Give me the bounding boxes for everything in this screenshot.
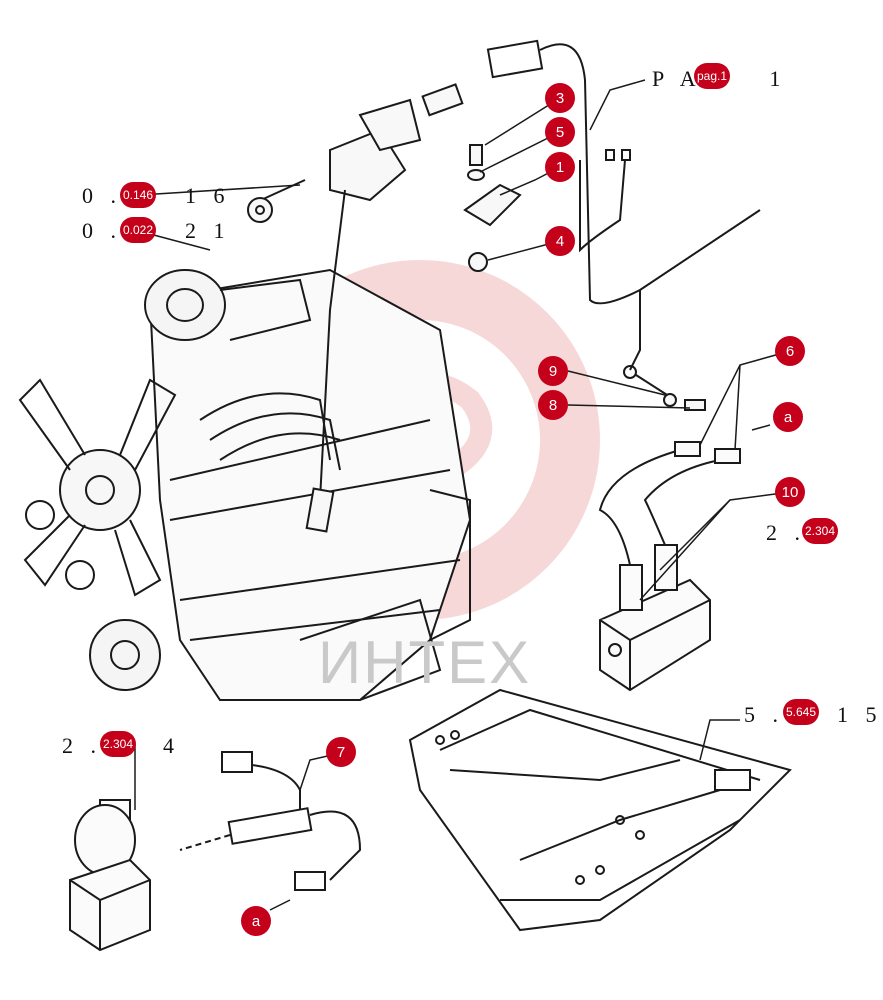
parts-diagram	[18, 39, 792, 952]
callout-7[interactable]: 7	[326, 737, 356, 767]
ref-5645-label: 5 .	[744, 702, 784, 727]
ref-00221-label: 0 .	[82, 218, 122, 243]
ref-2304-left-tail: 4	[163, 733, 180, 758]
ref-01461-label: 0 .	[82, 183, 122, 208]
badge-2304-right[interactable]: 2.304	[802, 518, 839, 544]
badge-00221[interactable]: 0.022	[120, 217, 157, 243]
callout-10[interactable]: 10	[775, 477, 805, 507]
callout-a-right[interactable]: a	[773, 402, 803, 432]
ref-00221: 0 . 2 1	[82, 218, 231, 244]
fan-icon	[18, 378, 177, 597]
stop-solenoid	[247, 83, 464, 533]
badge-5645[interactable]: 5.645	[783, 699, 820, 725]
callout-5[interactable]: 5	[545, 117, 575, 147]
callout-8[interactable]: 8	[538, 390, 568, 420]
valve-block	[598, 441, 741, 692]
ref-2304-left: 2 . 4	[62, 733, 180, 759]
badge-01461[interactable]: 0.146	[120, 182, 157, 208]
callout-6[interactable]: 6	[775, 336, 805, 366]
ref-5645: 5 . 1 5	[744, 702, 883, 728]
callout-1[interactable]: 1	[545, 152, 575, 182]
callout-3[interactable]: 3	[545, 83, 575, 113]
badge-pag[interactable]: pag.1	[694, 63, 731, 89]
engine-assembly	[18, 268, 472, 701]
ref-pag-label: P A	[652, 66, 701, 91]
pressure-switch	[69, 799, 151, 952]
ref-01461: 0 . 1 6	[82, 183, 231, 209]
badge-2304-left[interactable]: 2.304	[100, 731, 137, 757]
ref-pag-tail: 1	[769, 66, 787, 91]
ref-2304-right: 2 .	[766, 520, 806, 546]
ref-2304-right-label: 2 .	[766, 520, 806, 545]
ref-pag: P A 1	[652, 66, 786, 92]
wiring-harness	[486, 39, 761, 401]
ref-00221-tail: 2 1	[185, 218, 231, 243]
ref-5645-tail: 1 5	[837, 702, 883, 727]
watermark-text: ИНТЕХ	[318, 629, 532, 696]
callout-9[interactable]: 9	[538, 356, 568, 386]
ref-01461-tail: 1 6	[185, 183, 231, 208]
callout-4[interactable]: 4	[545, 226, 575, 256]
chassis-frame	[408, 688, 792, 932]
ref-2304-left-label: 2 .	[62, 733, 102, 758]
callout-a-left[interactable]: a	[241, 906, 271, 936]
lower-harness	[179, 751, 362, 891]
clip-hardware	[463, 144, 706, 411]
